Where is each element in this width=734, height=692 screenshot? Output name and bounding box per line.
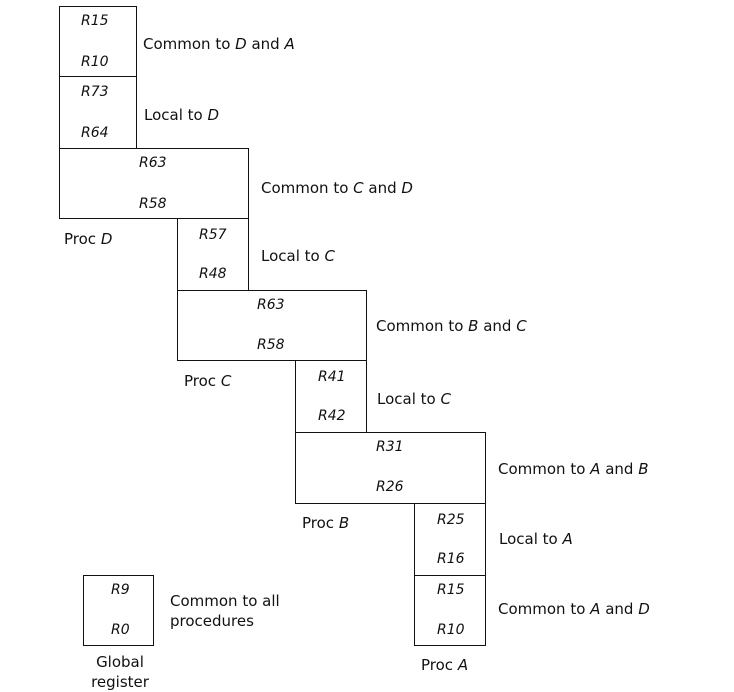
register-label: R15 [437, 582, 465, 598]
window-label: Local to A [499, 530, 573, 548]
register-label: R41 [318, 369, 346, 385]
window-label: Common to A and D [498, 600, 650, 618]
proc-d-common-cd-window [59, 148, 249, 219]
register-label: R26 [376, 479, 404, 495]
register-label: R31 [376, 439, 404, 455]
window-label: Common to A and B [498, 460, 649, 478]
global-register-caption: Global register [91, 653, 149, 691]
register-label: R58 [257, 337, 285, 353]
window-label: Common to B and C [376, 317, 527, 335]
proc-b-common-ab-window [295, 432, 486, 504]
proc-c-common-bc-window [177, 290, 367, 361]
register-label: R48 [199, 266, 227, 282]
register-label: R42 [318, 408, 346, 424]
register-label: R15 [81, 13, 109, 29]
register-label: R9 [111, 582, 130, 598]
register-label: R16 [437, 551, 465, 567]
window-label: Local to C [261, 247, 335, 265]
window-label: Common to C and D [261, 179, 413, 197]
proc-a-caption: Proc A [421, 656, 469, 674]
proc-d-caption: Proc D [64, 230, 113, 248]
proc-a-local-window [414, 503, 486, 576]
window-label: Common to all procedures [170, 592, 280, 630]
proc-c-local-window [177, 218, 249, 291]
register-label: R10 [437, 622, 465, 638]
window-label: Local to D [144, 106, 220, 124]
register-label: R58 [139, 196, 167, 212]
register-label: R0 [111, 622, 130, 638]
proc-a-common-ad-window [414, 575, 486, 646]
register-label: R57 [199, 227, 227, 243]
register-label: R10 [81, 54, 109, 70]
register-label: R64 [81, 125, 109, 141]
register-label: R63 [139, 155, 167, 171]
proc-b-caption: Proc B [302, 514, 350, 532]
proc-d-common-da-window [59, 6, 137, 77]
register-label: R25 [437, 512, 465, 528]
register-label: R63 [257, 297, 285, 313]
global-register-window [83, 575, 154, 646]
window-label: Local to C [377, 390, 451, 408]
register-label: R73 [81, 84, 109, 100]
proc-d-local-window [59, 76, 137, 149]
proc-b-local-window [295, 360, 367, 433]
proc-c-caption: Proc C [184, 372, 232, 390]
window-label: Common to D and A [143, 35, 295, 53]
